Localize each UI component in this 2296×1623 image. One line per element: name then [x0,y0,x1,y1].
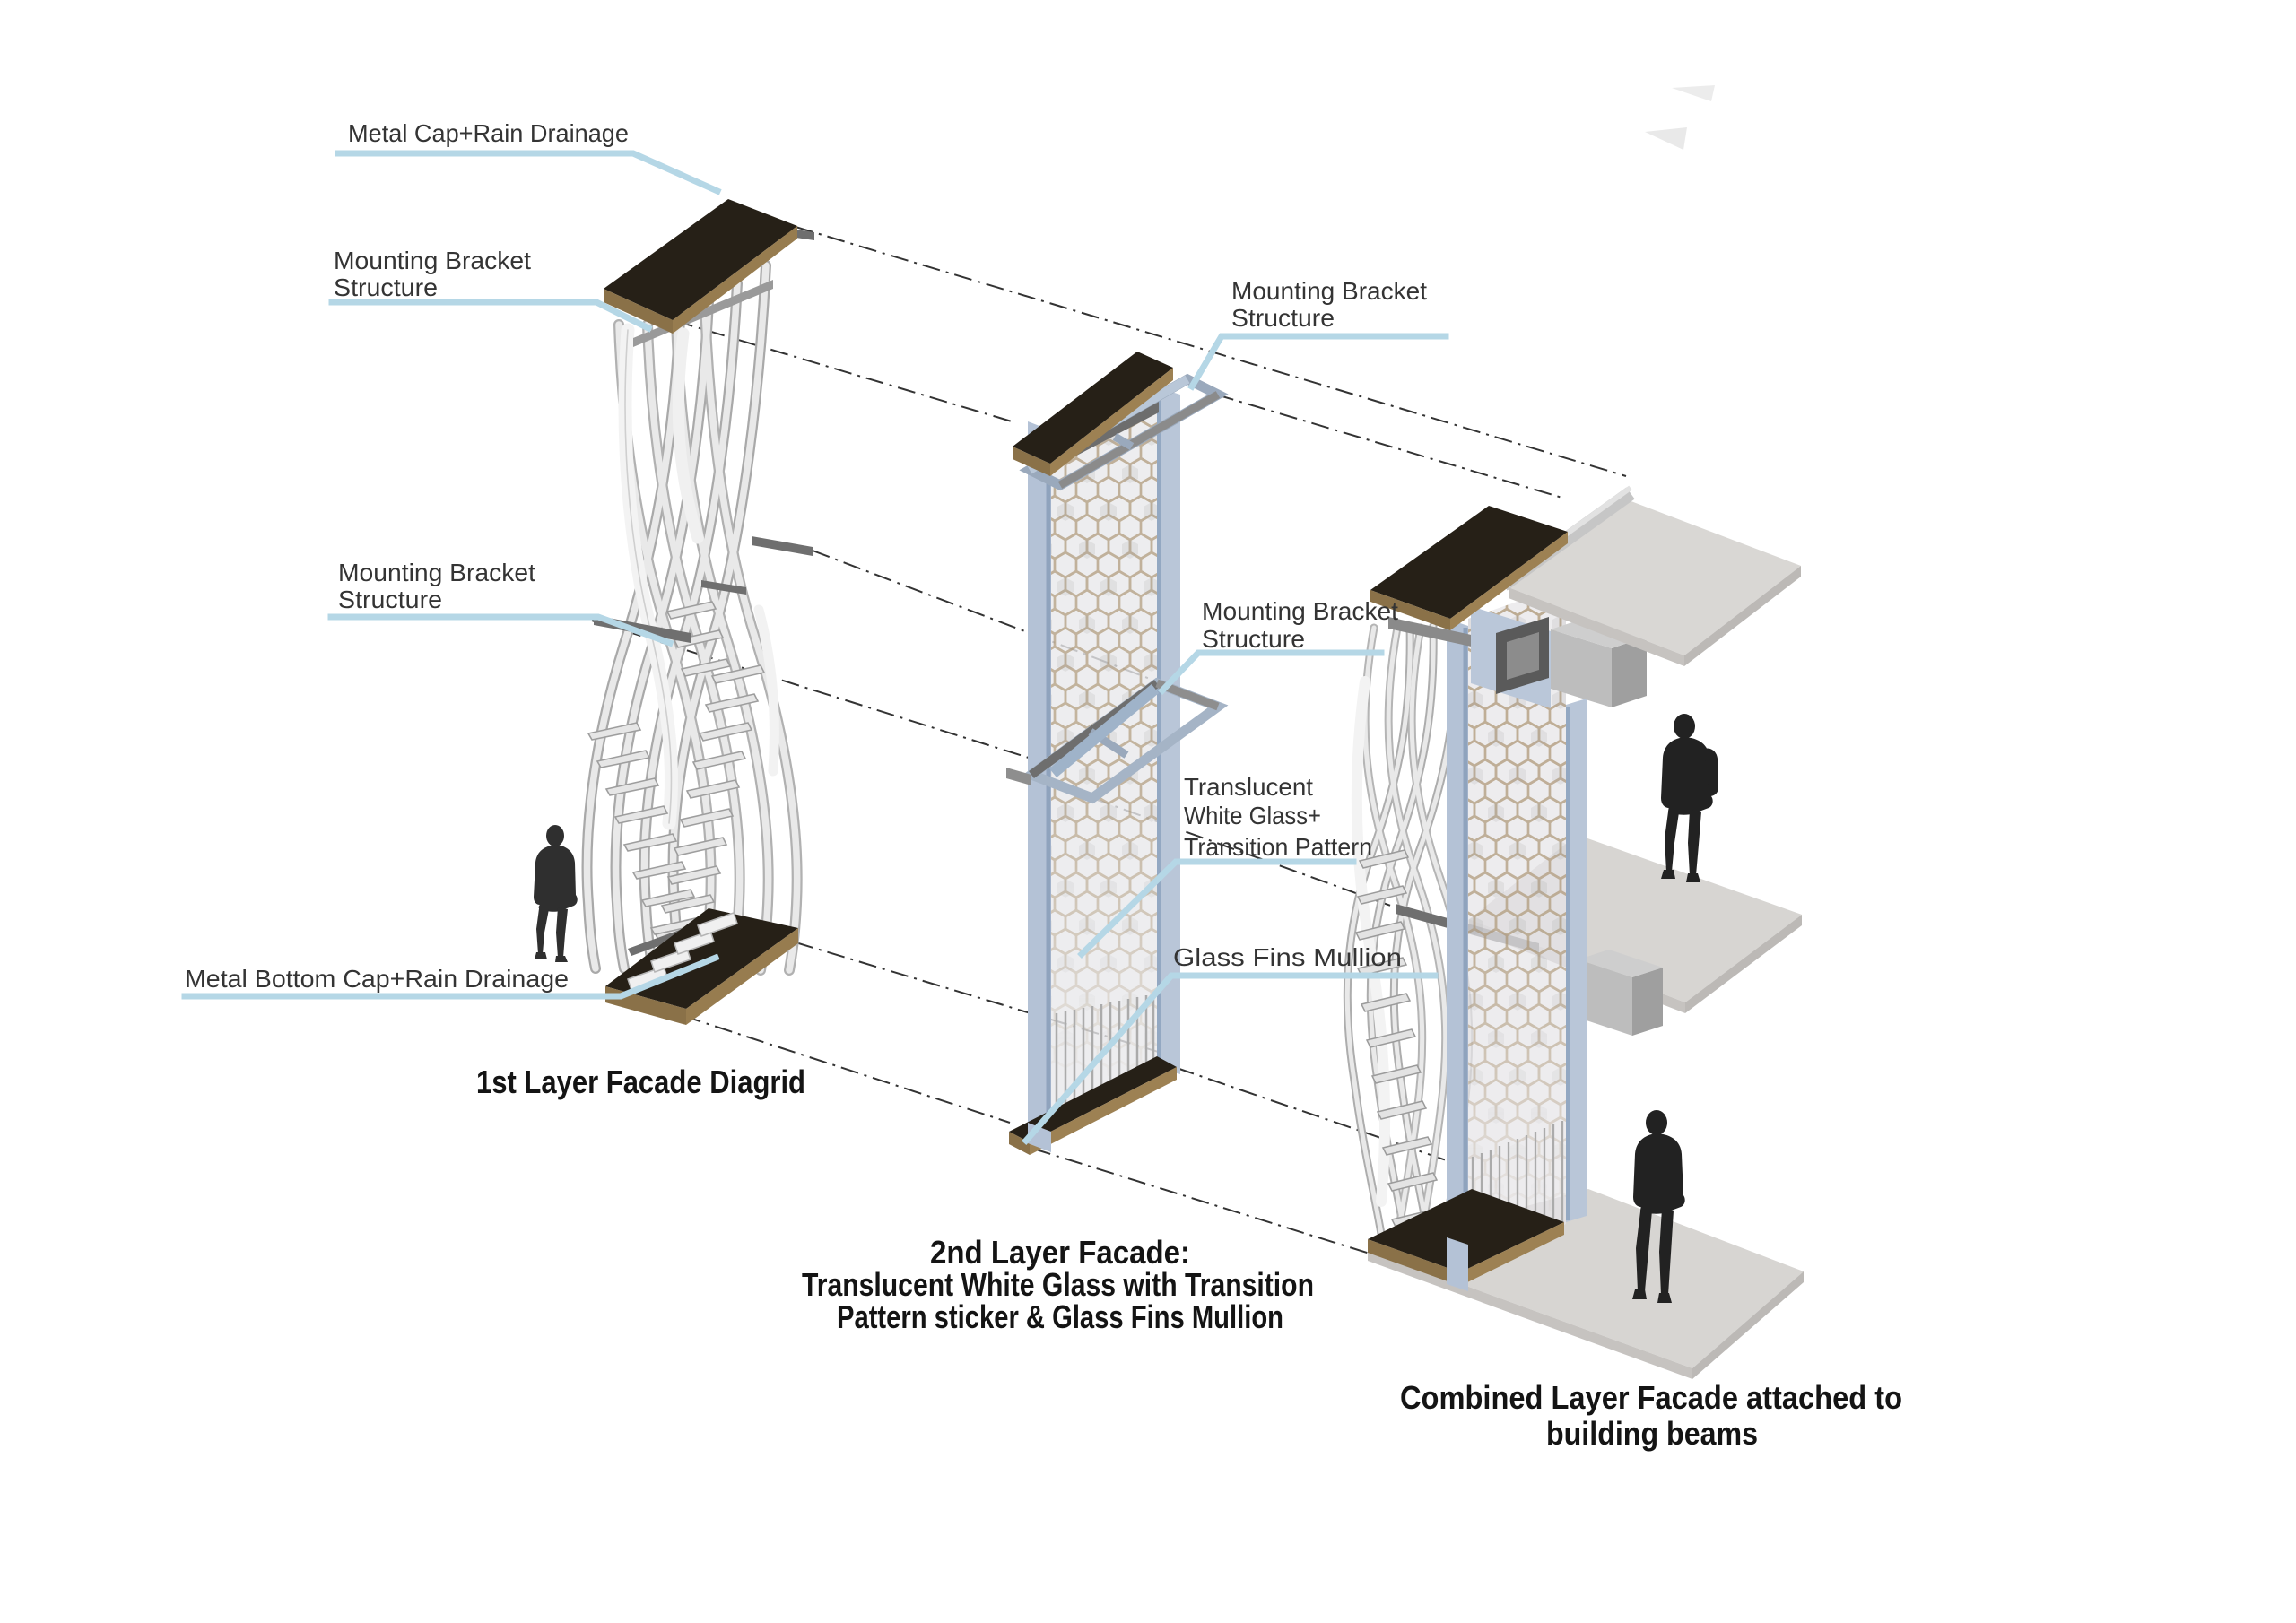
svg-text:Structure: Structure [1231,304,1335,332]
svg-text:Translucent White Glass with T: Translucent White Glass with Transition [802,1266,1314,1303]
svg-text:Mounting Bracket: Mounting Bracket [334,247,531,274]
svg-text:Mounting Bracket: Mounting Bracket [1202,597,1398,625]
svg-text:1st Layer Facade Diagrid: 1st Layer Facade Diagrid [476,1063,805,1100]
svg-text:Transition Pattern: Transition Pattern [1184,833,1372,861]
svg-text:Metal Cap+Rain Drainage: Metal Cap+Rain Drainage [348,119,629,147]
svg-text:White Glass+: White Glass+ [1184,802,1321,829]
svg-text:Metal Bottom Cap+Rain Drainage: Metal Bottom Cap+Rain Drainage [185,965,569,993]
svg-text:Structure: Structure [338,586,442,613]
svg-text:building beams: building beams [1546,1415,1758,1452]
svg-text:Translucent: Translucent [1184,773,1313,801]
svg-text:Mounting Bracket: Mounting Bracket [338,559,535,586]
svg-text:2nd Layer Facade:: 2nd Layer Facade: [930,1234,1190,1271]
svg-text:Glass Fins Mullion: Glass Fins Mullion [1173,943,1402,971]
svg-text:Structure: Structure [1202,625,1305,653]
svg-text:Structure: Structure [334,273,438,301]
svg-text:Pattern sticker & Glass Fins M: Pattern sticker & Glass Fins Mullion [837,1298,1283,1335]
svg-text:Combined Layer Facade attached: Combined Layer Facade attached to [1400,1379,1902,1416]
svg-text:Mounting Bracket: Mounting Bracket [1231,277,1427,305]
